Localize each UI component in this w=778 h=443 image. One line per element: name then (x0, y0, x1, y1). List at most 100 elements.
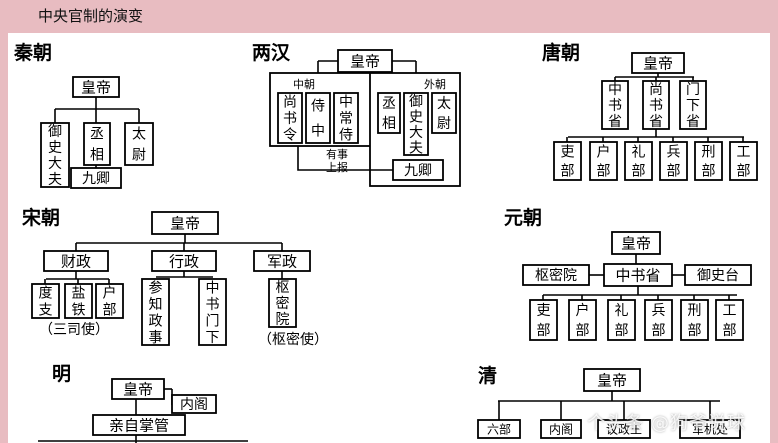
qin-official-box-label: 御史大夫 (48, 124, 62, 188)
han-inner-box (305, 92, 331, 144)
qing-child-box (679, 419, 741, 439)
qin-official-box (40, 122, 70, 188)
yuan-bu-box-label: 户部 (576, 302, 590, 339)
han-inner-box (277, 92, 303, 144)
han-outer-box-label: 丞相 (382, 96, 396, 132)
qing-child-box (597, 419, 651, 439)
tang-sheng-box (601, 80, 629, 130)
ming-heading: 明 (52, 363, 71, 385)
yuan-bu-box (680, 299, 709, 341)
han-inner-box-label: 尚书令 (283, 94, 297, 143)
song-finance-note: （三司使） (39, 321, 109, 338)
tang-bu-box (553, 141, 582, 181)
qing-child-box-label: 内阁 (549, 422, 573, 436)
han-inner-box-label: 侍中 (311, 99, 325, 140)
yuan-bu-box-label: 礼部 (615, 303, 629, 339)
ming-cabinet-box-label: 内阁 (180, 397, 208, 413)
yuan-right-box-label: 御史台 (697, 268, 739, 284)
ming-cabinet-box (171, 394, 217, 414)
diagram-board: 秦朝皇帝御史大夫丞相太尉九卿两汉皇帝中朝外朝尚书令侍中中常侍丞相御史大夫太尉有事… (8, 33, 770, 443)
watermark: 个头条 @狗爷说球 (587, 413, 746, 434)
yuan-bu-box (529, 299, 558, 341)
qin-sub-box-label: 九卿 (82, 171, 110, 187)
song-admin-box (198, 278, 227, 346)
song-admin-box-label: 参知政事 (149, 279, 163, 346)
qing-child-box-label: 军机处 (692, 422, 728, 436)
tang-bu-box-label: 工部 (737, 145, 751, 180)
song-emperor-box-label: 皇帝 (170, 214, 200, 232)
han-outer-box (431, 92, 457, 134)
tang-bu-box-label: 吏部 (561, 145, 575, 180)
tang-bu-box (659, 141, 688, 181)
tang-sheng-box-label: 中书省 (608, 82, 622, 130)
song-admin-box (141, 278, 170, 346)
song-finance-box-label: 度支 (39, 286, 53, 319)
song-heading: 宋朝 (21, 206, 60, 229)
qin-official-box (83, 122, 111, 166)
qin-heading: 秦朝 (13, 41, 52, 64)
qin-official-box (124, 122, 154, 166)
song-admin-box-label: 中书门下 (206, 280, 220, 346)
tang-bu-box (694, 141, 723, 181)
song-finance-box-label: 盐铁 (72, 286, 86, 319)
tang-bu-box-label: 兵部 (667, 145, 681, 180)
han-outer-box (403, 92, 429, 156)
page-title: 中央官制的演变 (38, 7, 144, 25)
han-outer-box-label: 太尉 (437, 96, 451, 132)
song-finance-box (95, 283, 124, 319)
tang-bu-box-label: 户部 (597, 144, 611, 180)
yuan-bu-box (644, 299, 673, 341)
qing-child-box (540, 419, 582, 439)
song-branch-box-label: 军政 (267, 252, 297, 270)
tang-heading: 唐朝 (542, 41, 580, 64)
tang-bu-box (729, 141, 758, 181)
song-finance-box (64, 283, 93, 319)
han-sub-box (392, 159, 444, 181)
qin-official-box-label: 太尉 (132, 127, 146, 164)
tang-sheng-box-label: 门下省 (686, 82, 700, 130)
qing-child-box (477, 419, 521, 439)
yuan-left-box-label: 枢密院 (535, 267, 577, 284)
tang-bu-box-label: 礼部 (632, 145, 646, 180)
song-military-box (268, 278, 297, 328)
han-report-label: 有事 (326, 147, 348, 161)
song-branch-box-label: 行政 (169, 252, 199, 270)
tang-emperor-box-label: 皇帝 (643, 54, 673, 72)
han-inner-box (333, 92, 359, 144)
yuan-bu-box-label: 工部 (723, 303, 737, 339)
ming-emperor-box-label: 皇帝 (123, 380, 153, 398)
tang-bu-box-label: 刑部 (702, 145, 716, 180)
qing-emperor-box-label: 皇帝 (597, 371, 627, 389)
han-outer-label: 外朝 (424, 78, 446, 91)
qing-child-box-label: 议政王 (606, 422, 642, 436)
qing-heading: 清 (478, 364, 497, 387)
han-outer-box (377, 92, 401, 134)
connector-line (297, 146, 370, 171)
yuan-bu-box-label: 兵部 (652, 303, 666, 339)
han-emperor-box-label: 皇帝 (350, 52, 380, 70)
yuan-emperor-box-label: 皇帝 (621, 234, 651, 252)
yuan-center-box-label: 中书省 (615, 266, 660, 284)
ming-direct-box-label: 亲自掌管 (109, 416, 169, 434)
song-military-box-label: 枢密院 (276, 280, 290, 328)
yuan-heading: 元朝 (504, 207, 542, 229)
tang-bu-box (589, 141, 618, 181)
qing-child-box-label: 六部 (487, 421, 511, 436)
yuan-bu-box-label: 吏部 (537, 303, 551, 339)
qin-emperor-box-label: 皇帝 (81, 78, 111, 96)
qin-sub-box (70, 167, 122, 189)
han-outer-box-label: 御史大夫 (409, 94, 423, 157)
song-branch-box-label: 财政 (61, 252, 91, 270)
yuan-bu-box (607, 299, 636, 341)
han-inner-box-label: 中常侍 (339, 94, 353, 143)
yuan-bu-box (568, 299, 597, 341)
song-military-note: （枢密使） (258, 331, 328, 348)
ming-direct-box (92, 414, 186, 436)
qin-official-box-label: 丞相 (90, 127, 104, 164)
yuan-bu-box-label: 刑部 (688, 303, 702, 339)
song-finance-box (31, 283, 60, 319)
tang-sheng-box (679, 80, 707, 130)
song-finance-box-label: 户部 (103, 285, 117, 319)
tang-sheng-box (642, 80, 670, 130)
official-system-diagram: 秦朝皇帝御史大夫丞相太尉九卿两汉皇帝中朝外朝尚书令侍中中常侍丞相御史大夫太尉有事… (13, 41, 758, 443)
